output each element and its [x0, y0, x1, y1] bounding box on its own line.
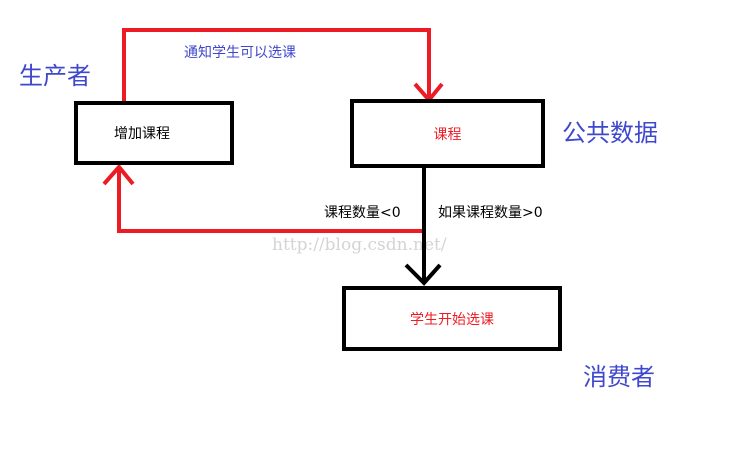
course-node: 课程 — [350, 99, 545, 168]
notify-arrow — [122, 28, 431, 103]
producer-label: 生产者 — [19, 62, 91, 90]
start-selection-label: 学生开始选课 — [410, 311, 494, 328]
add-course-label: 增加课程 — [114, 126, 170, 142]
count-gt-zero-label: 如果课程数量>0 — [438, 205, 543, 221]
count-lt-zero-label: 课程数量<0 — [324, 205, 401, 221]
add-course-node: 增加课程 — [74, 101, 234, 165]
watermark: http://blog.csdn.net/ — [272, 235, 447, 255]
course-label: 课程 — [433, 126, 462, 143]
count-gt-zero-arrow-head — [404, 263, 442, 286]
consumer-label: 消费者 — [583, 363, 655, 391]
count-lt-zero-arrow — [117, 170, 424, 233]
public-data-label: 公共数据 — [562, 119, 658, 147]
start-selection-node: 学生开始选课 — [342, 286, 562, 351]
notify-edge-label: 通知学生可以选课 — [184, 45, 296, 61]
count-lt-zero-arrow-head — [102, 163, 135, 186]
